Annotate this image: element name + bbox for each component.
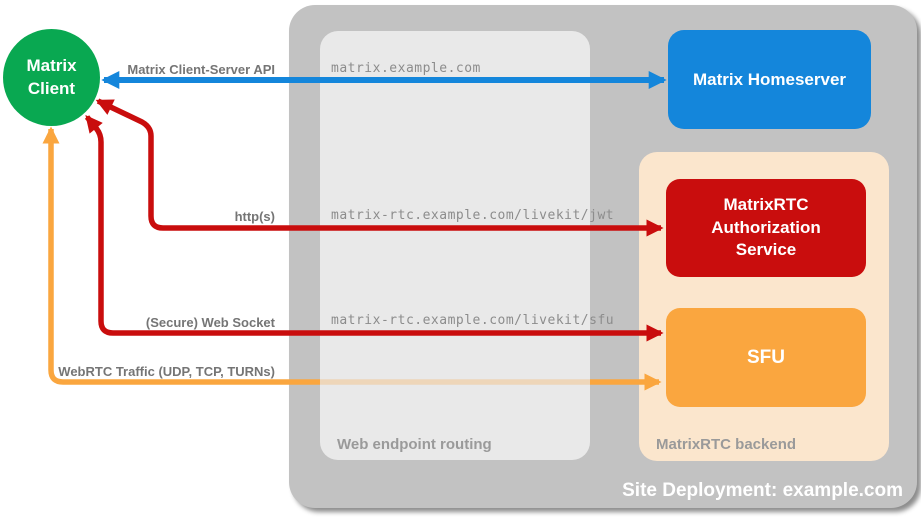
- matrix-homeserver-node: Matrix Homeserver: [668, 30, 871, 129]
- backend-caption: MatrixRTC backend: [656, 436, 797, 453]
- endpoint-label-jwt: matrix-rtc.example.com/livekit/jwt: [331, 208, 615, 223]
- matrix-homeserver-label: Matrix Homeserver: [692, 69, 847, 89]
- sfu-node: SFU: [666, 308, 866, 407]
- matrix-client-label: Matrix Client: [26, 56, 77, 98]
- label-webrtc-traffic: WebRTC Traffic (UDP, TCP, TURNs): [58, 364, 275, 379]
- matrixrtc-auth-service-label: MatrixRTC Authorization Service: [711, 194, 821, 260]
- matrixrtc-auth-service-node: MatrixRTC Authorization Service: [666, 179, 866, 277]
- site-deployment-caption: Site Deployment: example.com: [622, 480, 903, 501]
- matrix-client-node: Matrix Client: [3, 29, 100, 126]
- endpoint-label-homeserver: matrix.example.com: [331, 61, 481, 76]
- sfu-label: SFU: [747, 346, 785, 368]
- web-endpoint-routing-panel: [320, 31, 590, 460]
- label-https: http(s): [234, 209, 275, 224]
- routing-panel-caption: Web endpoint routing: [337, 436, 492, 453]
- endpoint-label-sfu: matrix-rtc.example.com/livekit/sfu: [331, 313, 615, 328]
- label-web-socket: (Secure) Web Socket: [145, 315, 275, 330]
